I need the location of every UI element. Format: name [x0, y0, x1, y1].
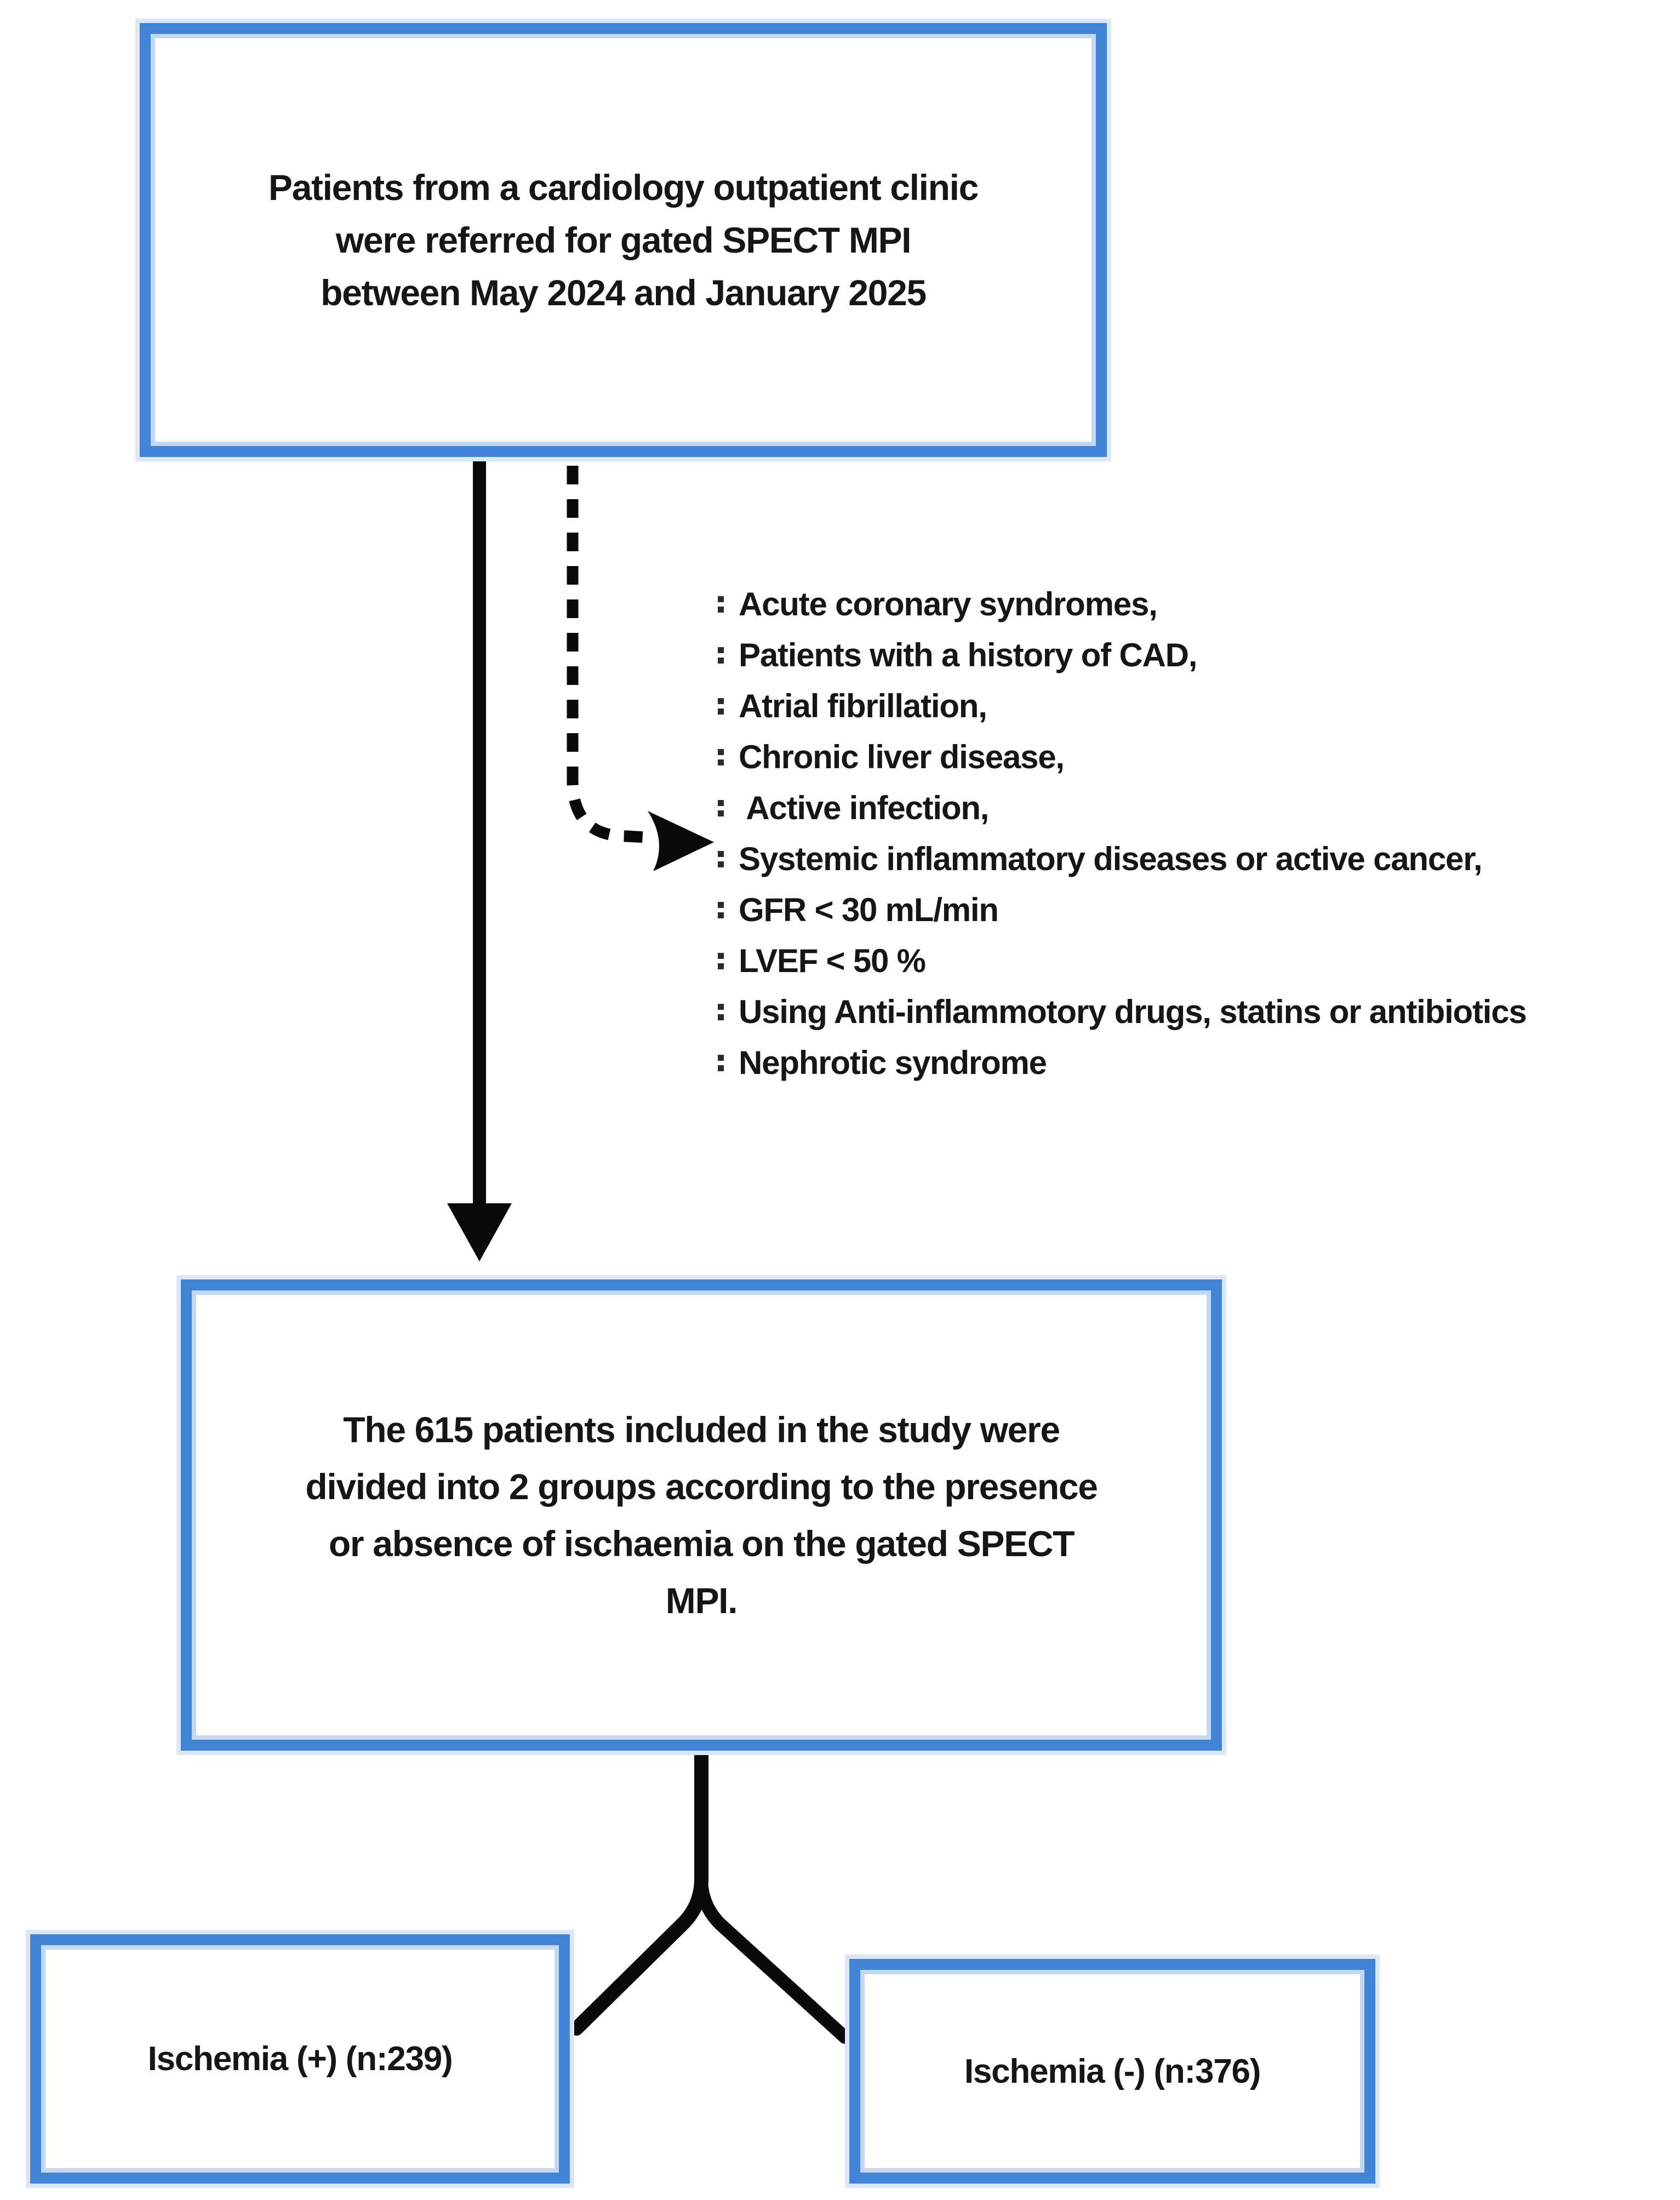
included-line-2: divided into 2 groups according to the p…: [305, 1466, 1098, 1507]
exclusion-item-label: GFR < 30 mL/min: [739, 892, 999, 928]
included-patients-text: The 615 patients included in the study w…: [305, 1401, 1098, 1629]
fork-connector: [569, 1745, 852, 2044]
exclusion-item-label: LVEF < 50 %: [739, 942, 926, 979]
ischemia-negative-box: Ischemia (-) (n:376): [849, 1959, 1375, 2184]
square-bullet-icon: [718, 799, 724, 816]
list-item: Patients with a history of CAD,: [718, 630, 1677, 681]
referral-line-3: between May 2024 and January 2025: [321, 272, 927, 313]
referral-source-text: Patients from a cardiology outpatient cl…: [268, 161, 979, 319]
ischemia-positive-box: Ischemia (+) (n:239): [30, 1934, 570, 2184]
list-item: GFR < 30 mL/min: [718, 884, 1677, 935]
exclusion-item-label: Systemic inflammatory diseases or active…: [739, 841, 1483, 877]
square-bullet-icon: [718, 1003, 724, 1020]
list-item: Chronic liver disease,: [718, 732, 1677, 782]
included-patients-box: The 615 patients included in the study w…: [181, 1279, 1222, 1751]
square-bullet-icon: [718, 748, 724, 765]
referral-line-1: Patients from a cardiology outpatient cl…: [268, 167, 979, 208]
list-item: Nephrotic syndrome: [718, 1037, 1677, 1088]
included-line-1: The 615 patients included in the study w…: [343, 1409, 1060, 1450]
exclusion-item-label: Acute coronary syndromes,: [739, 586, 1158, 622]
exclusion-item-label: Active infection,: [739, 790, 989, 826]
exclusion-item-label: Atrial fibrillation,: [739, 688, 987, 724]
exclusion-item-label: Using Anti-inflammotory drugs, statins o…: [739, 993, 1527, 1030]
referral-source-box: Patients from a cardiology outpatient cl…: [140, 23, 1107, 457]
ischemia-negative-label: Ischemia (-) (n:376): [964, 2052, 1261, 2090]
ischemia-positive-label: Ischemia (+) (n:239): [147, 2040, 453, 2078]
list-item: Active infection,: [718, 782, 1677, 833]
list-item: Atrial fibrillation,: [718, 681, 1677, 732]
exclusion-item-label: Chronic liver disease,: [739, 739, 1065, 775]
square-bullet-icon: [718, 647, 724, 664]
square-bullet-icon: [718, 596, 724, 613]
square-bullet-icon: [718, 850, 724, 867]
included-line-3: or absence of ischaemia on the gated SPE…: [328, 1523, 1075, 1564]
list-item: LVEF < 50 %: [718, 935, 1677, 986]
list-item: Acute coronary syndromes,: [718, 579, 1677, 630]
exclusion-item-label: Patients with a history of CAD,: [739, 637, 1197, 673]
exclusion-item-label: Nephrotic syndrome: [739, 1044, 1047, 1081]
included-line-4: MPI.: [665, 1580, 738, 1621]
list-item: Using Anti-inflammotory drugs, statins o…: [718, 986, 1677, 1037]
dashed-exclusion-arrow: [567, 466, 714, 871]
down-arrow: [447, 459, 512, 1261]
square-bullet-icon: [718, 952, 724, 969]
list-item: Systemic inflammatory diseases or active…: [718, 833, 1677, 884]
exclusion-criteria-list: Acute coronary syndromes, Patients with …: [718, 579, 1677, 1088]
square-bullet-icon: [718, 698, 724, 715]
square-bullet-icon: [718, 1054, 724, 1071]
square-bullet-icon: [718, 901, 724, 918]
referral-line-2: were referred for gated SPECT MPI: [335, 220, 912, 260]
